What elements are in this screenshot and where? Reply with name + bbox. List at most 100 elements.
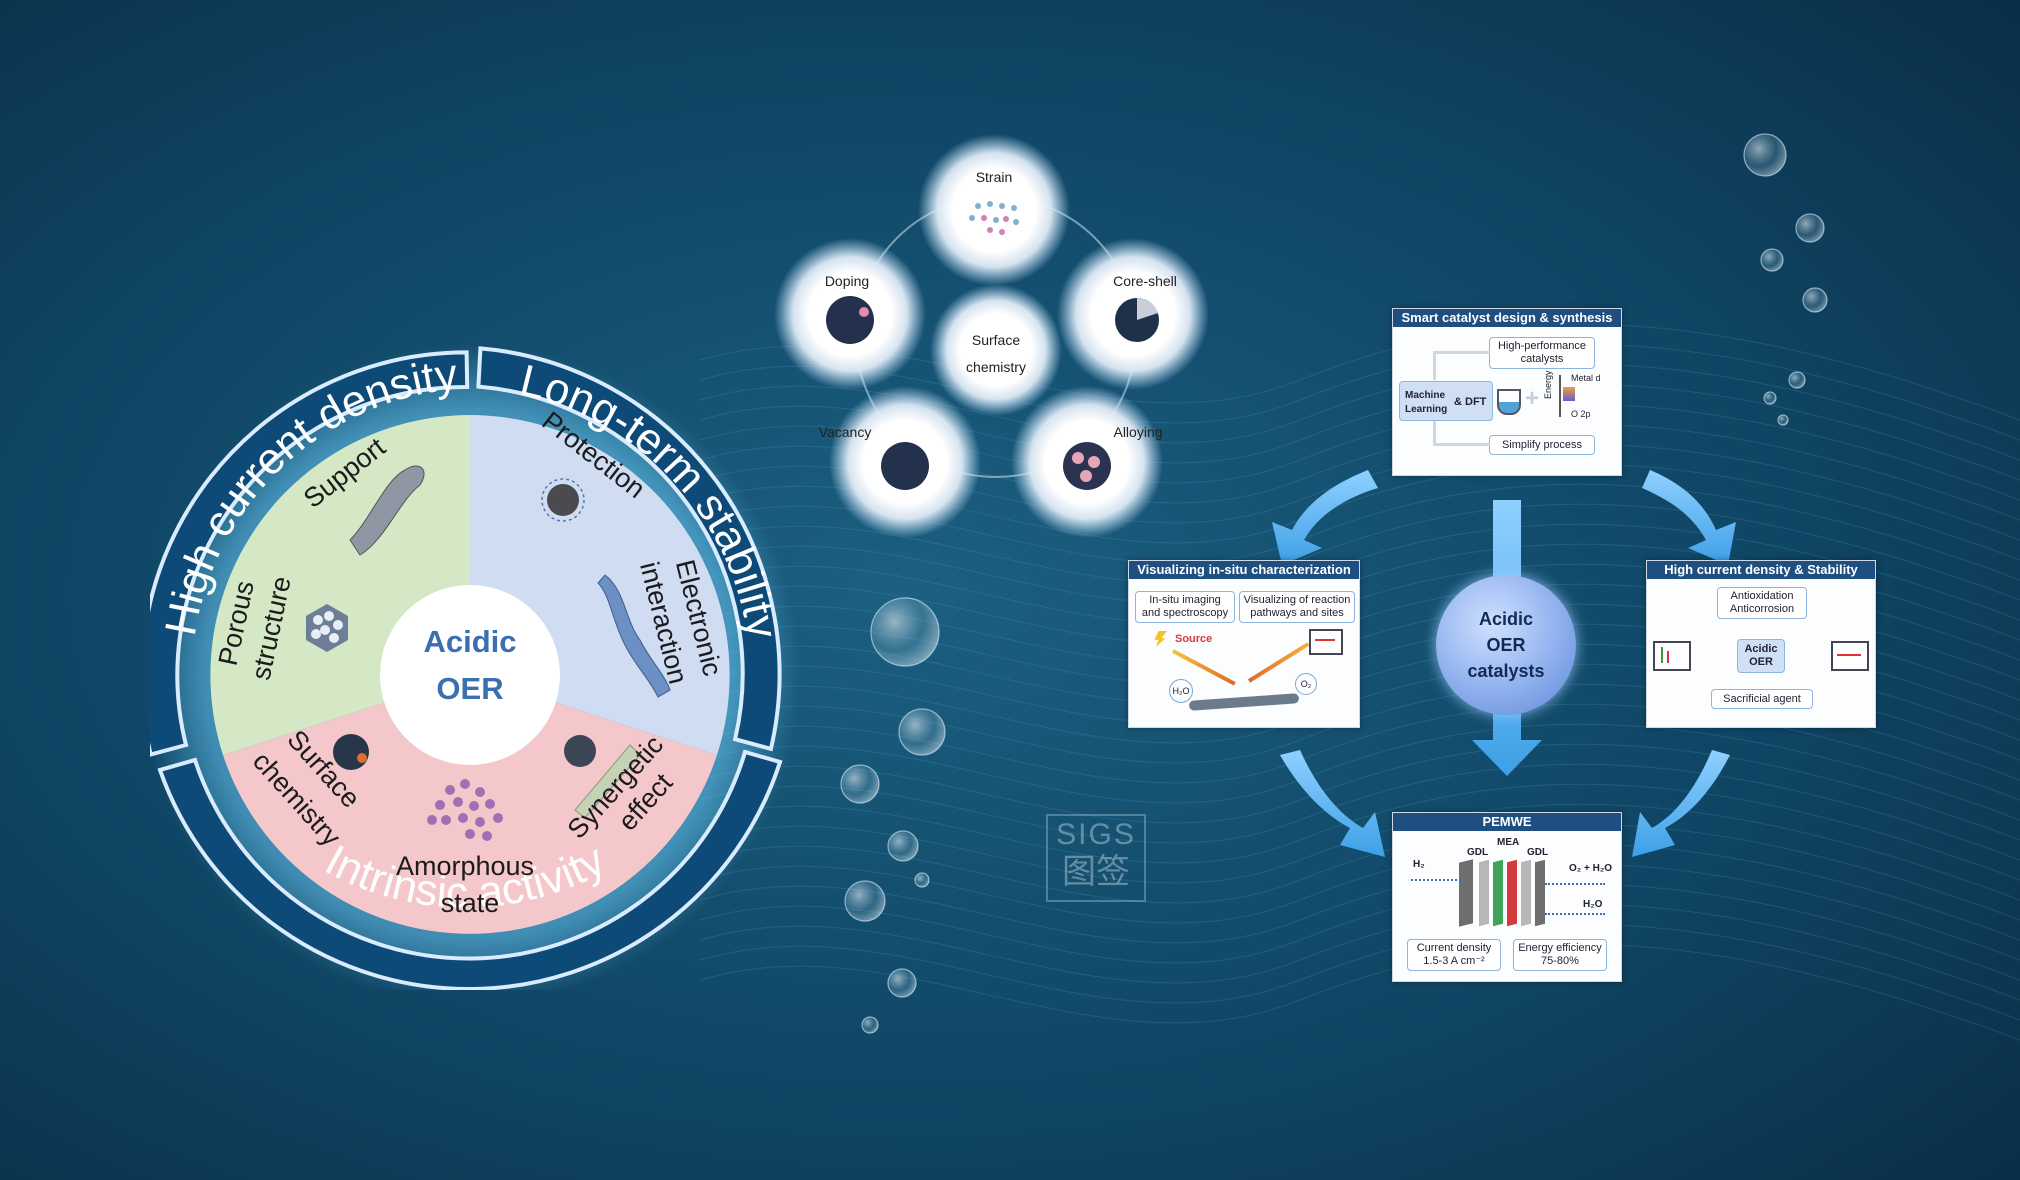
acidic-oer-wheel: Acidic OER High current density Long-ter… — [150, 345, 800, 990]
stability-center-line-1: Acidic — [1744, 643, 1778, 655]
wheel-center-line-1: Acidic — [423, 624, 516, 659]
box-antioxidation: Antioxidation Anticorrosion — [1717, 587, 1807, 619]
porous-structure-icon — [306, 604, 348, 652]
lightning-icon — [1154, 631, 1167, 647]
energy-axis — [1559, 375, 1561, 417]
label-amorphous: Amorphous — [396, 851, 534, 881]
catalyst-strip — [1188, 693, 1300, 711]
box-current-density: Current density 1.5-3 A cm⁻² — [1407, 939, 1501, 971]
acidic-oer-catalysts-node: Acidic OER catalysts — [1436, 575, 1576, 715]
box-high-performance: High-performance catalysts — [1489, 337, 1595, 369]
synergetic-effect-icon — [564, 735, 641, 819]
box-sacrificial-agent: Sacrificial agent — [1711, 689, 1813, 709]
node-alloying: Alloying — [1011, 386, 1163, 538]
label-state: state — [441, 888, 500, 918]
watermark-glyphs: 图签 — [1062, 853, 1130, 891]
h2-flow-line — [1411, 879, 1461, 881]
node-alloying-label: Alloying — [1113, 424, 1162, 440]
electronic-interaction-icon — [597, 574, 671, 698]
stability-center-line-2: OER — [1749, 656, 1773, 668]
monitor-icon — [1309, 629, 1343, 655]
mea-label: MEA — [1497, 837, 1520, 848]
ee-line-2: 75-80% — [1541, 955, 1579, 967]
sigs-watermark: SIGS 图签 — [1046, 814, 1146, 902]
workflow-center-line-2: OER — [1486, 635, 1526, 655]
bubbles — [840, 133, 1828, 1034]
energy-axis-label: Energy — [1543, 370, 1553, 399]
workflow-center-line-3: catalysts — [1467, 661, 1545, 681]
surface-chemistry-diagram: Strain Doping Core-shell Vacancy Alloyin… — [774, 134, 1209, 538]
panel-pemwe-title: PEMWE — [1393, 813, 1621, 831]
panel-high-current-stability: High current density & Stability Antioxi… — [1646, 560, 1876, 728]
panel-smart-title: Smart catalyst design & synthesis — [1393, 309, 1621, 327]
o2-h2o-label: O₂ + H₂O — [1569, 863, 1613, 874]
gdl-left-label: GDL — [1467, 847, 1489, 858]
box-energy-efficiency: Energy efficiency 75-80% — [1513, 939, 1607, 971]
node-core-shell-label: Core-shell — [1113, 273, 1177, 289]
box-simplify-process: Simplify process — [1489, 435, 1595, 455]
protection-icon — [541, 478, 585, 522]
o2-bubble-label: O₂ — [1295, 673, 1317, 695]
flask-icon — [1497, 389, 1521, 415]
ee-line-1: Energy efficiency — [1518, 942, 1602, 954]
node-vacancy-label: Vacancy — [819, 424, 872, 440]
monitor-right-icon — [1831, 641, 1869, 671]
node-core-shell: Core-shell — [1057, 238, 1209, 390]
wheel-center-disc — [380, 585, 560, 765]
panel-pemwe: PEMWE MEA GDL GDL H₂ O₂ + H₂O H₂O Curren… — [1392, 812, 1622, 982]
o2-flow-line — [1545, 883, 1605, 885]
imaging-line-2: and spectroscopy — [1141, 607, 1229, 619]
node-doping: Doping — [774, 238, 926, 390]
hp-line-2: catalysts — [1520, 353, 1564, 365]
ring-intrinsic-activity — [157, 749, 783, 990]
node-doping-label: Doping — [825, 273, 869, 289]
panel-stability-title: High current density & Stability — [1647, 561, 1875, 579]
panel-visualizing-in-situ: Visualizing in-situ characterization In-… — [1128, 560, 1360, 728]
source-label: Source — [1175, 633, 1213, 645]
ml-dft: & DFT — [1454, 396, 1487, 408]
panel-visual-title: Visualizing in-situ characterization — [1129, 561, 1359, 579]
box-in-situ-imaging: In-situ imaging and spectroscopy — [1135, 591, 1235, 623]
hp-line-1: High-performance — [1497, 340, 1587, 352]
node-surface-chemistry-center: Surface chemistry — [930, 284, 1062, 416]
workflow-center-line-1: Acidic — [1478, 609, 1534, 629]
panel-smart-catalyst-design: Smart catalyst design & synthesis High-p… — [1392, 308, 1622, 476]
node-strain: Strain — [918, 134, 1070, 286]
o2p-label: O 2p — [1571, 409, 1591, 419]
monitor-left-icon — [1653, 641, 1691, 671]
node-vacancy: Vacancy — [819, 386, 981, 538]
reaction-line-1: Visualizing of reaction — [1243, 594, 1351, 606]
reaction-line-2: pathways and sites — [1250, 607, 1344, 619]
plus-icon: + — [1525, 385, 1540, 412]
cd-line-2: 1.5-3 A cm⁻² — [1423, 955, 1485, 967]
arrow-visualizing-to-pemwe — [1280, 750, 1385, 857]
arrow-to-visualizing — [1272, 470, 1378, 565]
energy-band-marker — [1563, 387, 1575, 401]
cd-line-1: Current density — [1416, 942, 1492, 954]
cycle-arrow-bottom — [1433, 421, 1490, 446]
h2o-bubble-label: H₂O — [1169, 679, 1193, 703]
cycle-arrow-top — [1433, 351, 1490, 380]
wheel-center-line-2: OER — [436, 671, 503, 706]
imaging-line-1: In-situ imaging — [1149, 594, 1221, 606]
anti-line-1: Antioxidation — [1730, 590, 1794, 602]
anti-line-2: Anticorrosion — [1729, 603, 1795, 615]
surface-chemistry-center-line-1: Surface — [972, 332, 1020, 348]
surface-chemistry-center-line-2: chemistry — [966, 359, 1026, 375]
ml-line-1: Machine — [1405, 390, 1446, 401]
amorphous-state-icon — [427, 779, 503, 841]
gdl-right-label: GDL — [1527, 847, 1549, 858]
h2-label: H₂ — [1413, 859, 1425, 870]
surface-chemistry-icon — [333, 734, 369, 770]
box-reaction-pathways: Visualizing of reaction pathways and sit… — [1239, 591, 1355, 623]
box-stability-center: Acidic OER — [1737, 639, 1785, 673]
metal-d-label: Metal d — [1571, 373, 1601, 383]
arrow-stability-to-pemwe — [1632, 750, 1730, 857]
h2o-flow-line — [1545, 913, 1605, 915]
h2o-out-label: H₂O — [1583, 899, 1603, 910]
watermark-text: SIGS — [1056, 818, 1136, 851]
support-icon — [349, 465, 425, 556]
arrow-to-stability — [1642, 470, 1736, 565]
ml-line-2: Learning — [1405, 404, 1448, 415]
ring-long-term-stability — [476, 346, 782, 752]
